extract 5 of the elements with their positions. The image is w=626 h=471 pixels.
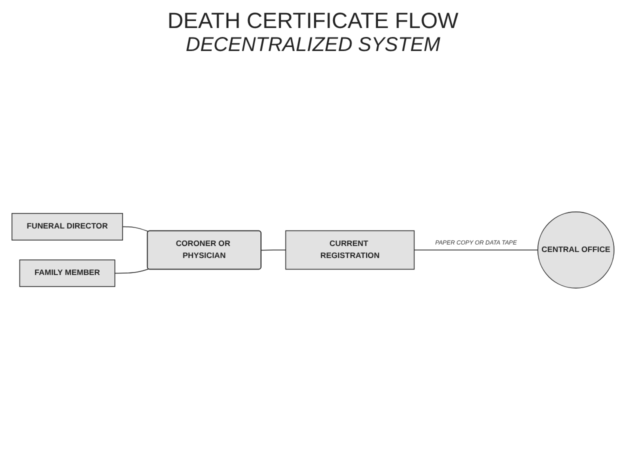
diagram-title: DEATH CERTIFICATE FLOW xyxy=(166,8,460,34)
subtitle: DECENTRALIZED SYSTEM xyxy=(184,34,442,57)
connector xyxy=(260,250,286,251)
connector xyxy=(122,226,149,232)
connector xyxy=(114,268,149,274)
